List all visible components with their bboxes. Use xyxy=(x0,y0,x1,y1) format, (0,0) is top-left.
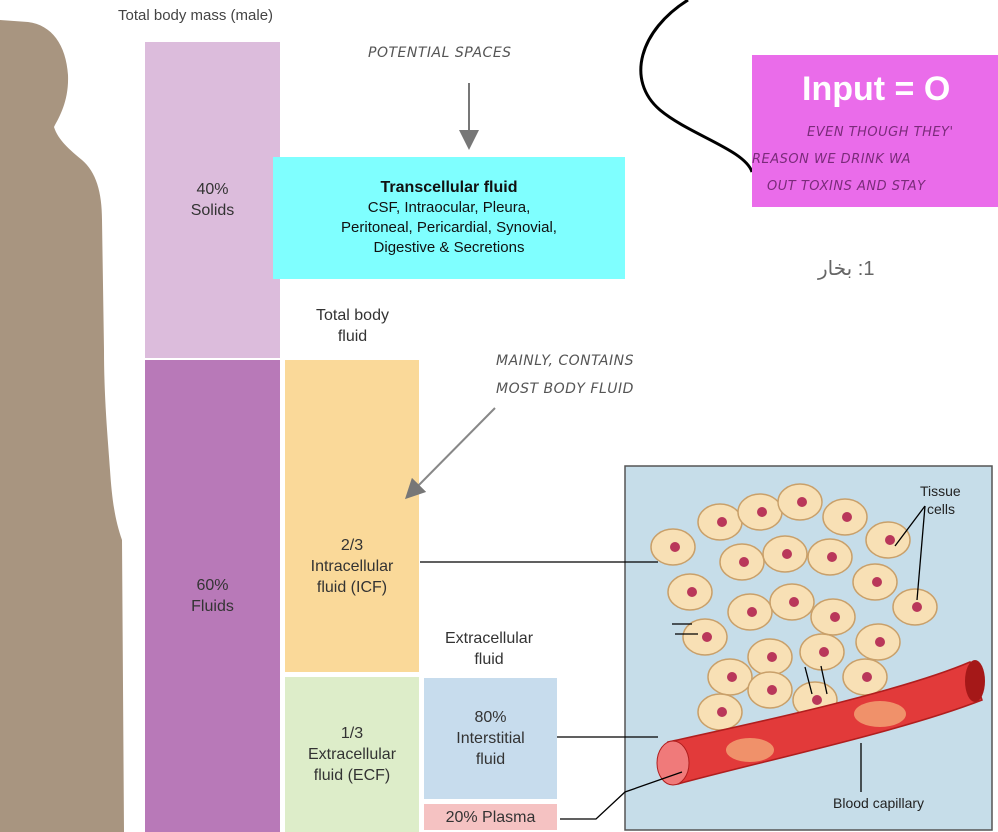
cell-nucleus xyxy=(782,549,792,559)
cell-nucleus xyxy=(717,517,727,527)
cell-nucleus xyxy=(767,685,777,695)
cell-nucleus xyxy=(687,587,697,597)
cell-nucleus xyxy=(875,637,885,647)
callout-line3: OUT TOXINS AND STAY xyxy=(767,179,926,194)
input-output-callout: Input = O EVEN THOUGH THEY' REASON WE DR… xyxy=(752,55,998,207)
cell-nucleus xyxy=(885,535,895,545)
tissue-cells-label-line1: Tissue xyxy=(920,483,961,499)
cell-nucleus xyxy=(767,652,777,662)
cell-nucleus xyxy=(842,512,852,522)
cell-nucleus xyxy=(812,695,822,705)
cell-nucleus xyxy=(739,557,749,567)
cell-nucleus xyxy=(789,597,799,607)
callout-title: Input = O xyxy=(802,70,950,109)
cell-nucleus xyxy=(872,577,882,587)
tissue-capillary-illustration: Tissue cells Blood capillary xyxy=(420,462,998,832)
cell-nucleus xyxy=(797,497,807,507)
tissue-cells-label-line2: cells xyxy=(927,501,955,517)
cell-nucleus xyxy=(830,612,840,622)
cell-nucleus xyxy=(702,632,712,642)
cell-nucleus xyxy=(757,507,767,517)
cell-nucleus xyxy=(862,672,872,682)
callout-line1: EVEN THOUGH THEY' xyxy=(807,125,954,140)
cell-nucleus xyxy=(717,707,727,717)
cell-nucleus xyxy=(727,672,737,682)
cell-nucleus xyxy=(912,602,922,612)
cell-nucleus xyxy=(819,647,829,657)
cell-nucleus xyxy=(670,542,680,552)
cell-nucleus xyxy=(827,552,837,562)
blood-capillary-label: Blood capillary xyxy=(833,795,924,811)
cell-nucleus xyxy=(747,607,757,617)
arabic-note: 1: بخار xyxy=(818,256,874,281)
freehand-curve xyxy=(641,0,752,172)
callout-line2: REASON WE DRINK WA xyxy=(752,152,911,167)
